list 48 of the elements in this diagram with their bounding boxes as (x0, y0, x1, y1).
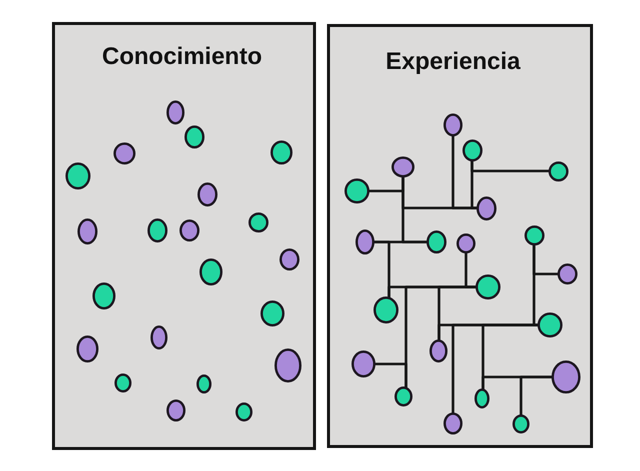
panel-heading: Experiencia (386, 48, 520, 76)
dot-icon (235, 402, 253, 422)
dot-icon (428, 339, 448, 363)
dot-icon (551, 360, 581, 394)
dot-icon (166, 100, 184, 124)
dot-icon (350, 350, 376, 378)
dot-icon (178, 218, 200, 242)
dot-icon (443, 412, 463, 434)
connector-line (482, 324, 540, 390)
dot-icon (274, 348, 302, 382)
dot-icon (65, 162, 91, 190)
dot-icon (426, 230, 446, 254)
dot-icon (112, 142, 136, 164)
dot-icon (443, 113, 463, 137)
dot-icon (150, 324, 168, 350)
dot-icon (184, 125, 204, 149)
dot-icon (456, 232, 476, 254)
comparison-panel (52, 22, 316, 450)
dot-icon (373, 296, 399, 324)
dot-icon (344, 178, 370, 204)
dot-icon (394, 386, 412, 406)
dot-icon (556, 263, 578, 285)
dot-icon (512, 414, 530, 434)
dot-icon (475, 274, 501, 300)
dot-icon (114, 373, 132, 393)
dot-icon (260, 300, 284, 326)
dot-icon (548, 160, 568, 182)
dot-icon (476, 196, 496, 220)
comparison-panel (327, 24, 593, 448)
dot-icon (199, 258, 223, 286)
connector-line (520, 376, 554, 417)
dot-icon (391, 156, 415, 178)
dot-icon (270, 140, 292, 164)
dot-icon (355, 229, 375, 255)
dot-icon (248, 212, 268, 232)
dot-icon (146, 218, 168, 242)
dot-icon (462, 138, 482, 162)
dot-icon (196, 374, 212, 394)
dot-icon (92, 282, 116, 310)
dot-icon (278, 248, 300, 270)
panel-heading: Conocimiento (102, 43, 262, 71)
dot-icon (76, 218, 98, 244)
dot-icon (474, 388, 490, 408)
dot-icon (537, 312, 563, 338)
dot-icon (166, 398, 186, 422)
dot-icon (196, 182, 218, 206)
dot-icon (76, 335, 98, 363)
dot-icon (524, 224, 544, 246)
